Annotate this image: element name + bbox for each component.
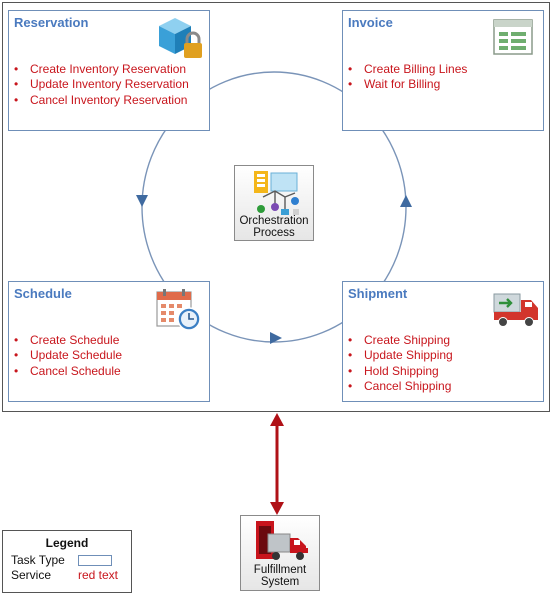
cube-lock-icon xyxy=(159,18,202,58)
services-invoice: Create Billing Lines Wait for Billing xyxy=(348,62,467,93)
task-title-reservation: Reservation xyxy=(14,15,89,30)
arrow-to-invoice xyxy=(400,195,412,207)
service-item: Create Shipping xyxy=(348,333,453,349)
orchestration-process-icon xyxy=(254,171,299,215)
orchestration-process-node: Orchestration Process xyxy=(234,165,314,241)
service-item: Update Shipping xyxy=(348,348,453,364)
service-item: Cancel Inventory Reservation xyxy=(14,93,189,109)
service-item: Create Billing Lines xyxy=(348,62,467,78)
service-item: Update Inventory Reservation xyxy=(14,77,189,93)
task-title-invoice: Invoice xyxy=(348,15,393,30)
legend-task-type-swatch xyxy=(78,555,112,566)
fs-label-line1: Fulfillment xyxy=(253,564,307,576)
service-item: Hold Shipping xyxy=(348,364,453,380)
service-item: Wait for Billing xyxy=(348,77,467,93)
task-reservation: Reservation Create Inventory Reservation… xyxy=(8,10,210,131)
task-invoice: Invoice Create Billing Lines Wait for Bi… xyxy=(342,10,544,131)
service-item: Cancel Schedule xyxy=(14,364,122,380)
fulfillment-truck-icon xyxy=(256,521,308,560)
calendar-clock-icon xyxy=(156,289,201,331)
legend: Legend Task Type Service red text xyxy=(2,530,132,593)
service-item: Update Schedule xyxy=(14,348,122,364)
task-schedule: Schedule Create Schedule Update Schedule… xyxy=(8,281,210,402)
legend-service-label: Service xyxy=(11,568,52,582)
arrow-to-shipment xyxy=(270,332,282,344)
orchestration-frame xyxy=(2,2,550,412)
table-sheet-icon xyxy=(493,19,533,55)
fulfillment-link-arrow-down xyxy=(270,502,284,515)
task-title-schedule: Schedule xyxy=(14,286,72,301)
service-item: Create Schedule xyxy=(14,333,122,349)
arrow-to-schedule xyxy=(136,195,148,207)
fulfillment-system-node: Fulfillment System xyxy=(240,515,320,591)
fs-label-line2: System xyxy=(260,576,300,588)
orchestration-process-label: Orchestration Process xyxy=(235,215,313,239)
services-shipment: Create Shipping Update Shipping Hold Shi… xyxy=(348,333,453,394)
services-schedule: Create Schedule Update Schedule Cancel S… xyxy=(14,333,122,379)
service-item: Cancel Shipping xyxy=(348,379,453,395)
legend-title: Legend xyxy=(45,536,89,550)
center-label-line2: Process xyxy=(253,226,295,239)
task-shipment: Shipment Create Shipping Update Shipping… xyxy=(342,281,544,402)
services-reservation: Create Inventory Reservation Update Inve… xyxy=(14,62,189,108)
fulfillment-system-label: Fulfillment System xyxy=(241,564,319,588)
legend-service-value: red text xyxy=(78,568,119,582)
fulfillment-link-arrow-up xyxy=(270,413,284,426)
task-title-shipment: Shipment xyxy=(348,286,408,301)
center-label-line1: Orchestration xyxy=(239,215,309,227)
legend-task-type-label: Task Type xyxy=(11,553,65,567)
truck-icon xyxy=(493,293,538,327)
service-item: Create Inventory Reservation xyxy=(14,62,189,78)
